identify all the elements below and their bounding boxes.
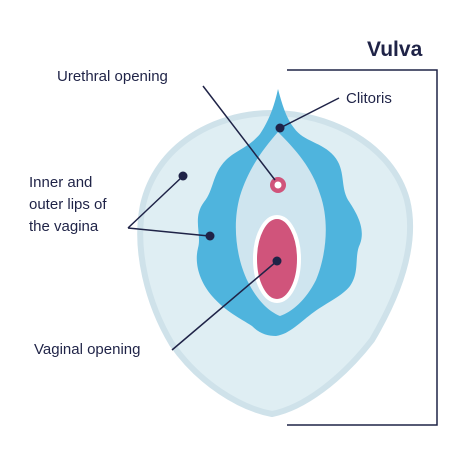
vaginal-dot [272, 256, 282, 266]
clitoris-dot [275, 123, 285, 133]
urethral-opening-center [274, 181, 282, 189]
label-lips: Inner and outer lips of the vagina [29, 172, 107, 238]
urethral-leader-line [202, 85, 276, 181]
lips-inner-dot [205, 231, 215, 241]
label-vaginal-opening: Vaginal opening [34, 341, 141, 358]
vaginal-leader-line [171, 260, 278, 351]
label-urethral-opening: Urethral opening [57, 68, 168, 85]
clitoris-leader-line [279, 97, 340, 129]
label-clitoris: Clitoris [346, 90, 392, 107]
lips-leader-line-outer [127, 176, 183, 229]
lips-outer-dot [178, 171, 188, 181]
vulva-bracket [287, 69, 438, 426]
label-lips-line-3: the vagina [29, 218, 99, 235]
label-lips-line-1: Inner and [29, 174, 93, 191]
lips-leader-line-inner [127, 227, 210, 237]
label-lips-line-2: outer lips of [29, 196, 107, 213]
diagram-title: Vulva [367, 38, 423, 61]
